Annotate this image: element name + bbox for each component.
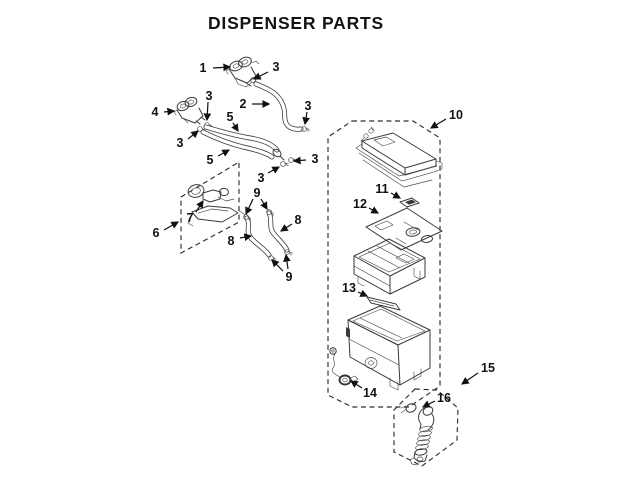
callout-arrow xyxy=(203,101,212,122)
callout-number: 2 xyxy=(240,97,247,111)
callout-arrow xyxy=(368,206,380,214)
callout-arrow xyxy=(302,111,310,126)
callout-5-8: 5 xyxy=(207,149,231,167)
callout-2-2: 2 xyxy=(240,97,271,111)
callout-arrow xyxy=(239,233,253,242)
callout-arrow xyxy=(280,223,293,232)
callout-number: 4 xyxy=(152,105,159,119)
callout-16-23: 16 xyxy=(421,391,451,408)
callout-arrow xyxy=(292,156,307,165)
insert-11-drawing xyxy=(399,197,420,208)
callout-number: 7 xyxy=(187,211,194,225)
callout-number: 3 xyxy=(177,136,184,150)
callout-8-14: 8 xyxy=(280,213,302,232)
callout-arrow xyxy=(267,166,281,174)
water-inlet-valve-4-drawing xyxy=(173,96,206,125)
callout-arrow xyxy=(245,198,254,216)
callout-3-1: 3 xyxy=(252,60,280,80)
callout-number: 3 xyxy=(273,60,280,74)
callout-number: 8 xyxy=(295,213,302,227)
callout-arrow xyxy=(163,107,176,116)
callout-5-7: 5 xyxy=(227,110,239,132)
callout-number: 3 xyxy=(312,152,319,166)
hose-clamp-3e xyxy=(279,160,290,168)
callout-1-0: 1 xyxy=(200,61,232,75)
callout-4-4: 4 xyxy=(152,105,176,119)
handle-13-drawing xyxy=(366,296,401,311)
callout-number: 10 xyxy=(449,108,463,122)
callout-arrow xyxy=(195,200,204,213)
callout-11-18: 11 xyxy=(375,182,402,199)
callout-number: 12 xyxy=(353,197,367,211)
callout-3-5: 3 xyxy=(203,89,213,122)
callout-9-16: 9 xyxy=(271,253,293,284)
callout-3-10: 3 xyxy=(258,166,281,185)
callout-arrow xyxy=(212,63,232,72)
callout-number: 6 xyxy=(153,226,160,240)
callout-3-6: 3 xyxy=(177,130,199,150)
callout-12-19: 12 xyxy=(353,197,380,214)
callout-7-12: 7 xyxy=(187,200,204,225)
page-title: DISPENSER PARTS xyxy=(208,13,384,33)
callout-number: 13 xyxy=(342,281,356,295)
callout-10-17: 10 xyxy=(429,108,463,129)
callout-number: 1 xyxy=(200,61,207,75)
dispenser-cover-drawing xyxy=(355,126,443,188)
callout-number: 16 xyxy=(437,391,451,405)
drawer-drawing xyxy=(353,238,426,295)
callout-number: 3 xyxy=(305,99,312,113)
callout-6-11: 6 xyxy=(153,221,180,240)
callout-number: 5 xyxy=(207,153,214,167)
callout-number: 15 xyxy=(481,361,495,375)
housing-drawing xyxy=(346,305,431,391)
hose-2-drawing xyxy=(253,81,304,132)
dashed-box-10 xyxy=(327,120,441,408)
callout-arrow xyxy=(252,71,269,80)
callout-arrow xyxy=(429,118,447,129)
callout-8-15: 8 xyxy=(228,233,253,248)
corrugated-hose-16-drawing xyxy=(409,406,435,466)
callout-number: 14 xyxy=(363,386,377,400)
callout-number: 5 xyxy=(227,110,234,124)
hose-5-drawing xyxy=(200,124,285,161)
callout-number: 8 xyxy=(228,234,235,248)
callout-number: 11 xyxy=(375,182,388,196)
callout-14-21: 14 xyxy=(350,380,377,400)
hose-8-right-drawing xyxy=(266,210,290,253)
callout-arrow xyxy=(231,122,239,132)
callout-number: 3 xyxy=(206,89,213,103)
callout-arrow xyxy=(350,380,363,389)
dashed-box-15 xyxy=(393,388,459,467)
callout-13-20: 13 xyxy=(342,281,369,297)
callout-arrow xyxy=(390,191,402,199)
callout-arrow xyxy=(357,289,369,297)
callout-arrow xyxy=(421,400,436,408)
callout-9-13: 9 xyxy=(245,186,268,216)
callout-arrow xyxy=(271,259,284,272)
callout-arrow xyxy=(217,149,231,157)
callout-3-9: 3 xyxy=(292,152,319,166)
valve-assembly-7-drawing xyxy=(187,184,246,227)
callout-arrow xyxy=(283,253,291,270)
callout-number: 9 xyxy=(254,186,261,200)
callout-arrow xyxy=(163,221,180,231)
callout-number: 3 xyxy=(258,171,265,185)
callout-arrow xyxy=(461,372,479,385)
callout-3-3: 3 xyxy=(302,99,312,126)
callout-arrow xyxy=(187,130,199,140)
hose-clamp-3f xyxy=(287,156,298,164)
callout-arrow xyxy=(260,198,268,211)
sensor-14-drawing xyxy=(329,347,359,386)
dashed-box-6 xyxy=(180,160,240,254)
clamp-16-drawing xyxy=(400,403,417,414)
callout-number: 9 xyxy=(286,270,293,284)
callout-15-22: 15 xyxy=(461,361,495,385)
tray-12-drawing xyxy=(365,207,443,251)
